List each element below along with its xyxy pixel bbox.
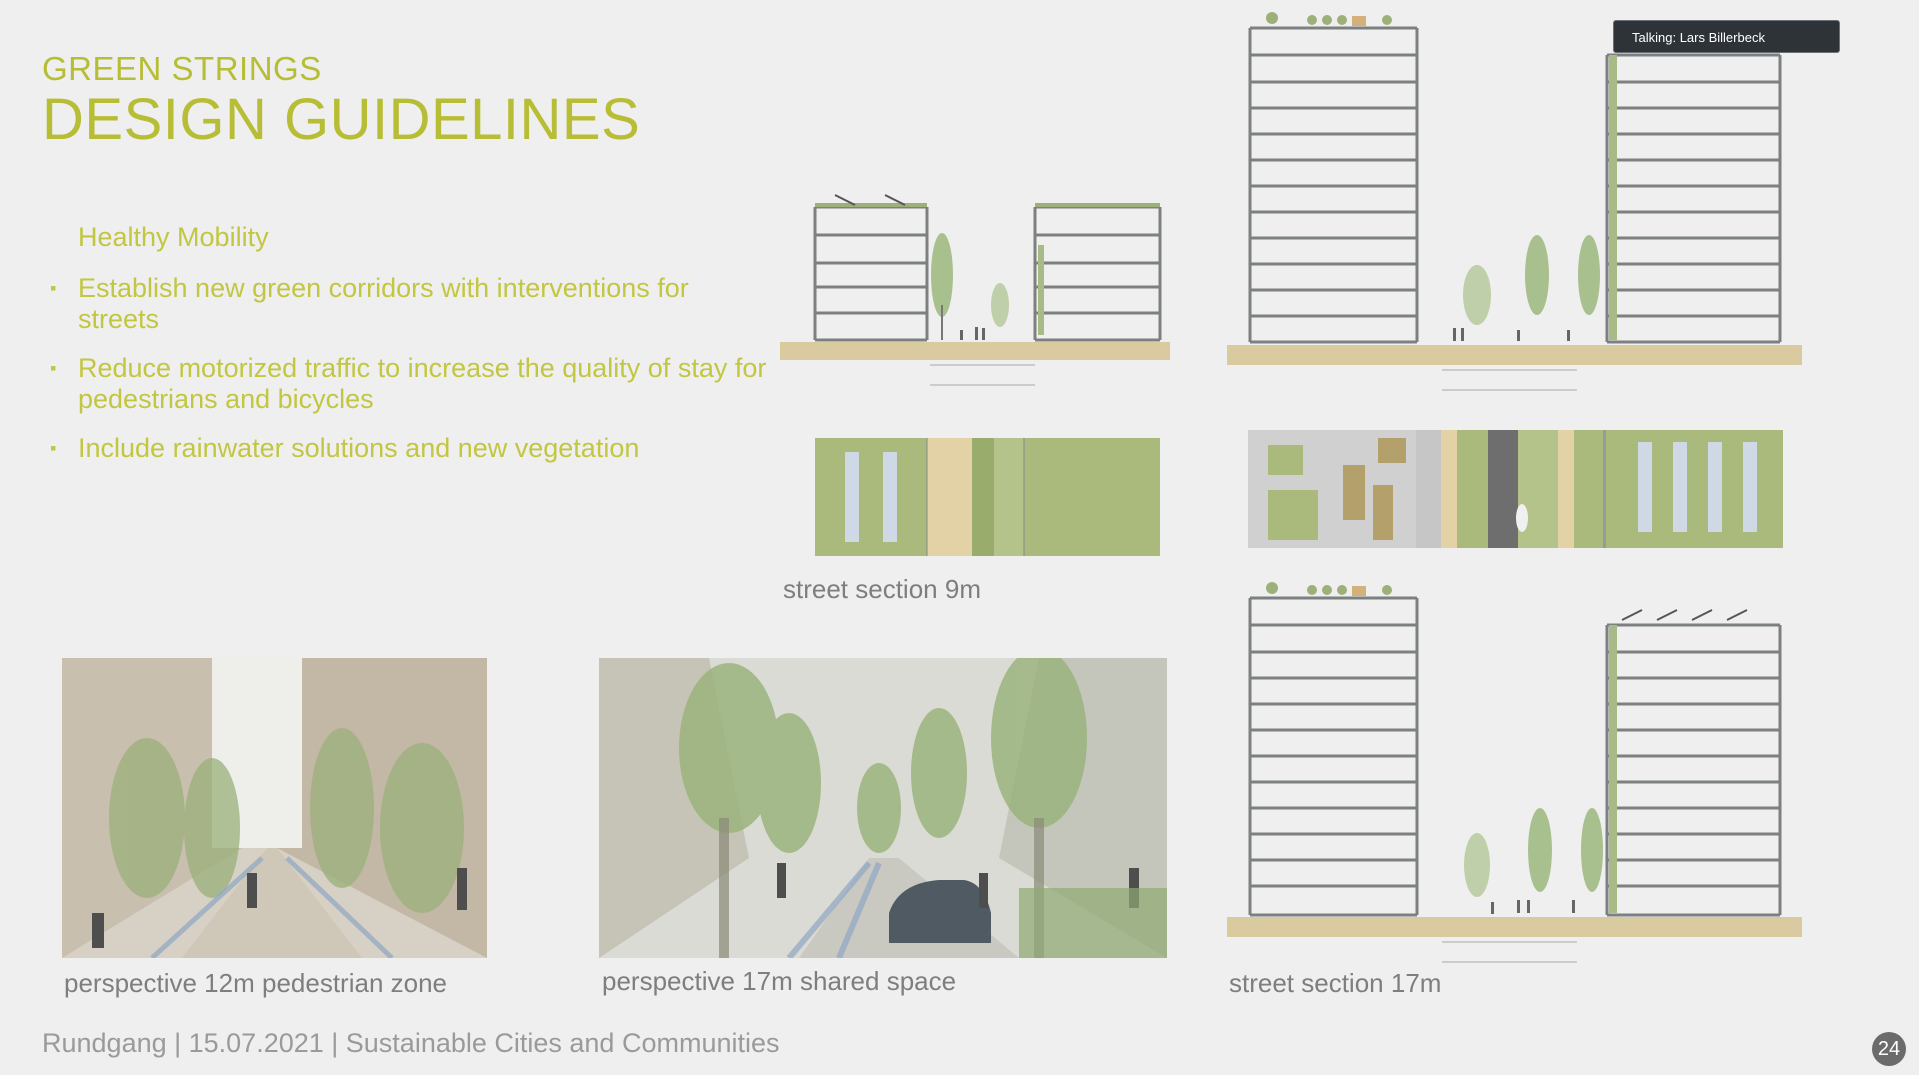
caption-section-9m: street section 9m [783,574,981,604]
perspective-12m-image [62,658,487,958]
bullet-item: Include rainwater solutions and new vege… [50,433,750,464]
section-17m-elevation-top [1227,10,1802,400]
bullet-list-block: Healthy Mobility Establish new green cor… [50,222,766,482]
section-heading: Healthy Mobility [78,222,269,252]
slide-title: DESIGN GUIDELINES [42,87,641,152]
section-9m-plan [815,438,1160,556]
section-9m-elevation [780,185,1175,395]
page-number-badge: 24 [1872,1032,1906,1066]
caption-perspective-12m: perspective 12m pedestrian zone [64,968,448,998]
perspective-17m-image [599,658,1167,958]
bullet-list: Establish new green corridors with inter… [50,273,766,464]
talking-indicator: Talking: Lars Billerbeck [1613,20,1840,53]
caption-perspective-17m: perspective 17m shared space [602,966,957,996]
slide-footer: Rundgang | 15.07.2021 | Sustainable Citi… [42,1028,780,1058]
caption-section-17m: street section 17m [1229,968,1442,998]
section-17m-elevation-bottom [1227,580,1802,970]
slide-subtitle: GREEN STRINGS [42,50,322,87]
section-17m-plan [1248,430,1783,548]
bullet-item: Reduce motorized traffic to increase the… [50,353,768,415]
bullet-item: Establish new green corridors with inter… [50,273,738,335]
